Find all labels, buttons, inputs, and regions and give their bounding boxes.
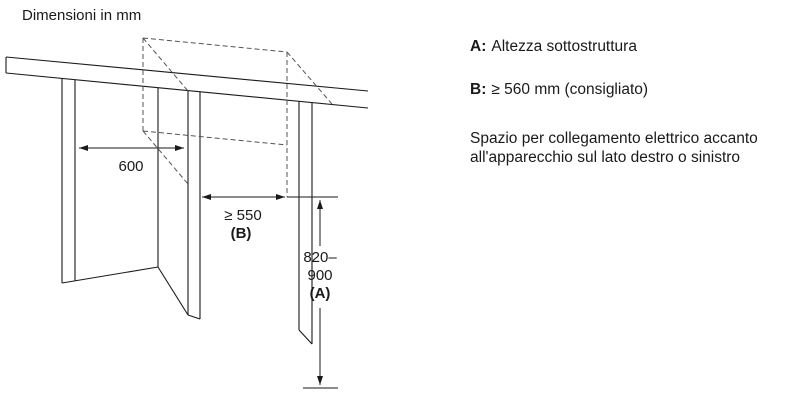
page-title: Dimensioni in mm bbox=[22, 7, 142, 24]
dimension-a-key: (A) bbox=[310, 285, 331, 302]
legend-key-b: B: bbox=[470, 80, 487, 98]
dimension-900-label: 900 bbox=[307, 267, 332, 284]
legend-text-a: Altezza sottostruttura bbox=[491, 38, 637, 55]
legend-item-b: B:≥ 560 mm (consigliato) bbox=[470, 81, 770, 100]
installation-diagram: 600 ≥ 550 (B) 820– 900 (A) bbox=[5, 37, 369, 389]
niche-hidden-outline bbox=[142, 37, 333, 197]
legend-text-b: ≥ 560 mm (consigliato) bbox=[491, 80, 649, 98]
cabinet-outline bbox=[61, 78, 313, 345]
legend-note: Spazio per collegamento elettrico accant… bbox=[470, 129, 758, 166]
dimension-600-label: 600 bbox=[118, 158, 143, 175]
dimension-niche-depth: ≥ 550 (B) bbox=[202, 194, 338, 242]
dimension-substructure-height: 820– 900 (A) bbox=[303, 200, 338, 389]
dimension-820-label: 820– bbox=[303, 249, 337, 266]
dimension-b-key: (B) bbox=[231, 225, 252, 242]
dimension-counter-depth: 600 bbox=[79, 145, 184, 175]
dimension-550-label: ≥ 550 bbox=[224, 207, 261, 224]
legend: A:Altezza sottostruttura B:≥ 560 mm (con… bbox=[470, 38, 770, 168]
legend-item-a: A:Altezza sottostruttura bbox=[470, 38, 770, 57]
legend-key-a: A: bbox=[470, 38, 487, 55]
